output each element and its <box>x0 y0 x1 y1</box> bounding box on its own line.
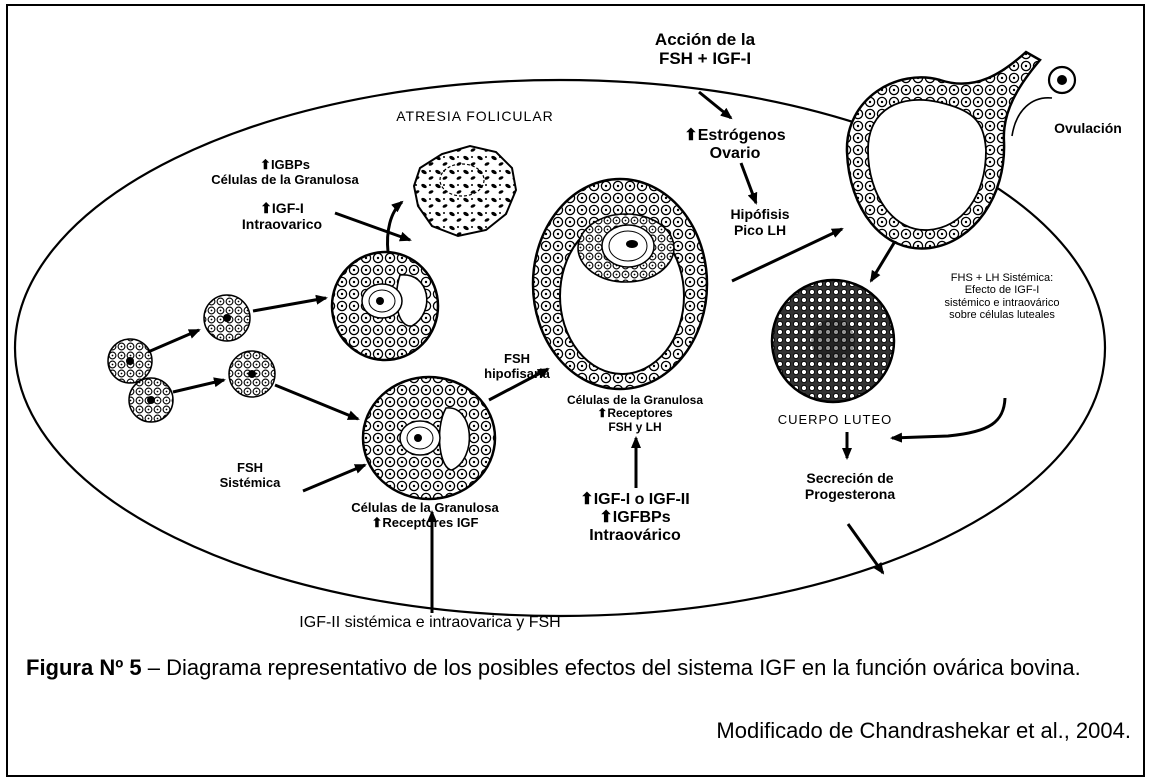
figure-credit: Modificado de Chandrashekar et al., 2004… <box>716 718 1131 744</box>
atretic-follicle <box>414 146 516 236</box>
label-igf-bottom: ⬆IGF-I o IGF-II ⬆IGFBPs Intraovárico <box>540 491 730 545</box>
label-cuerpo-luteo: CUERPO LUTEO <box>770 413 900 428</box>
label-igbps: ⬆IGBPs Células de la Granulosa <box>200 158 370 187</box>
label-secrecion: Secreción de Progesterona <box>790 471 910 502</box>
arrow <box>848 524 883 573</box>
label-hipofisis: Hipófisis Pico LH <box>720 207 800 238</box>
arrow <box>741 163 756 203</box>
label-accion: Acción de la FSH + IGF-I <box>645 30 765 68</box>
arrow <box>275 385 358 419</box>
label-fhs-lh: FHS + LH Sistémica: Efecto de IGF-I sist… <box>912 272 1092 321</box>
caption-text: – Diagrama representativo de los posible… <box>142 655 1081 680</box>
arrow <box>173 380 224 392</box>
figure-number: Figura Nº 5 <box>26 655 142 680</box>
label-granulosa-mid: Células de la Granulosa ⬆Receptores FSH … <box>540 394 730 434</box>
corpus-luteum <box>772 280 894 402</box>
arrow <box>335 213 410 240</box>
label-fsh-sistemica: FSH Sistémica <box>210 461 290 490</box>
ovulating-follicle <box>847 52 1052 249</box>
arrow <box>148 330 199 352</box>
label-igf-systemic: IGF-II sistémica e intraovarica y FSH <box>220 614 640 632</box>
arrow <box>253 298 326 311</box>
arrow <box>871 243 894 281</box>
label-atresia: ATRESIA FOLICULAR <box>365 109 585 125</box>
arrow <box>303 465 365 491</box>
arrow <box>388 202 402 252</box>
label-ovulacion: Ovulación <box>1038 121 1138 137</box>
arrow <box>892 398 1005 438</box>
label-fsh-hipofisaria: FSH hipofisaria <box>472 352 562 381</box>
label-igf-intraovarico: ⬆IGF-I Intraovarico <box>222 201 342 232</box>
figure-caption: Figura Nº 5 – Diagrama representativo de… <box>26 653 1131 682</box>
released-oocyte <box>1049 67 1075 93</box>
arrow <box>699 92 731 118</box>
secondary-follicle-upper <box>332 252 438 360</box>
label-estrogenos: ⬆Estrógenos Ovario <box>670 127 800 163</box>
label-granulosa-low: Células de la Granulosa ⬆Receptores IGF <box>330 501 520 530</box>
secondary-follicle-lower <box>363 377 495 499</box>
